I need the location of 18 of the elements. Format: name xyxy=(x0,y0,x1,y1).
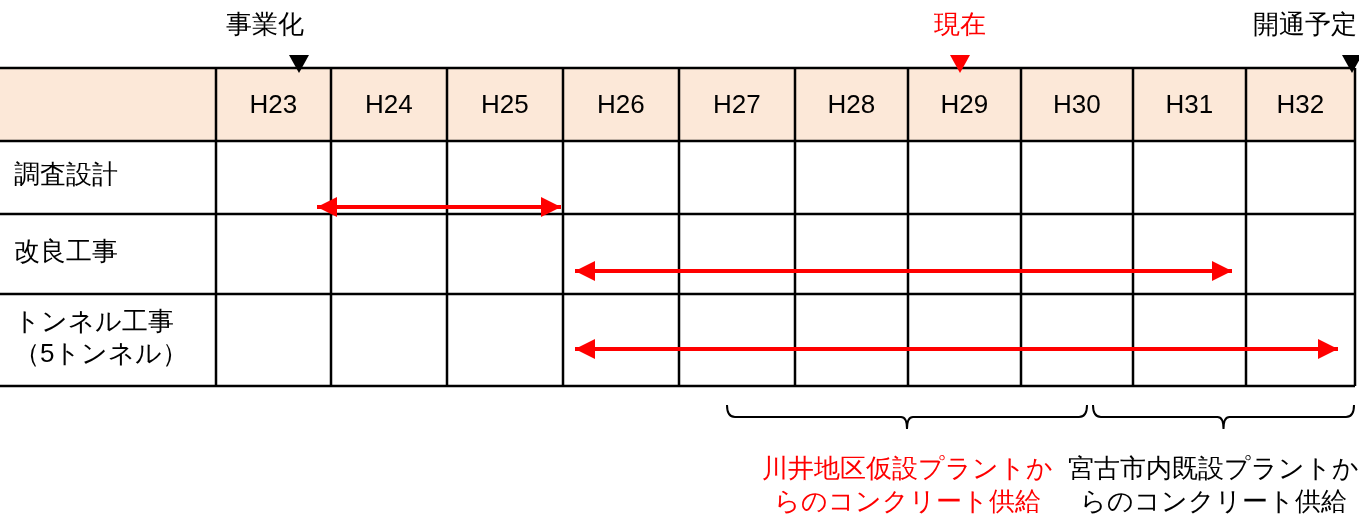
milestone-label: 現在 xyxy=(934,8,986,41)
task-label: 改良工事 xyxy=(14,234,118,267)
task-label: 調査設計 xyxy=(14,158,118,191)
year-label: H26 xyxy=(597,88,645,121)
year-label: H31 xyxy=(1165,88,1214,121)
year-label: H24 xyxy=(365,88,413,121)
year-label: H29 xyxy=(940,88,989,121)
year-label: H27 xyxy=(713,88,761,121)
year-label: H28 xyxy=(827,88,876,121)
milestone-label: 開通予定 xyxy=(1253,8,1357,41)
year-label: H23 xyxy=(249,88,298,121)
year-label: H25 xyxy=(481,88,529,121)
milestone-label: 事業化 xyxy=(226,8,304,41)
task-label: トンネル工事（5トンネル） xyxy=(14,304,190,370)
year-label: H32 xyxy=(1276,88,1325,121)
bracket-note: 宮古市内既設プラントからのコンクリート供給 xyxy=(1067,452,1359,517)
year-label: H30 xyxy=(1053,88,1101,121)
bracket-note: 川井地区仮設プラントからのコンクリート供給 xyxy=(761,452,1053,517)
